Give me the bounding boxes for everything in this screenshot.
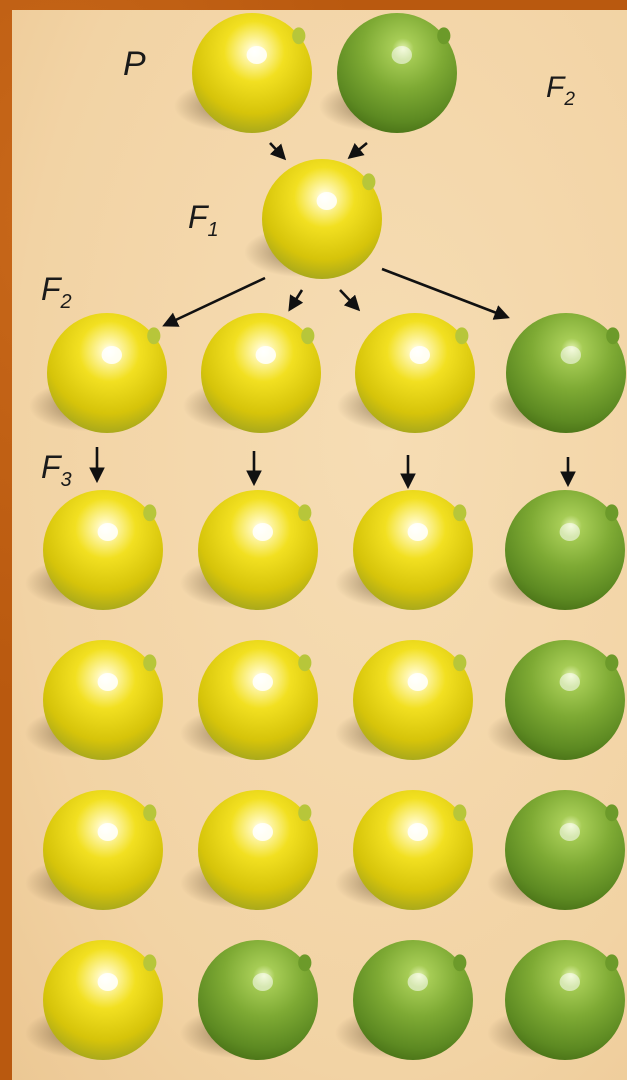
pea-hilum [298,654,311,671]
pea-f2-4-green [488,313,626,433]
pea-highlight [102,346,122,364]
pea-p-1-yellow [174,13,312,133]
pea-hilum [298,504,311,521]
pea-hilum [143,954,156,971]
label-p: P [123,45,146,83]
peas [25,13,626,1060]
pea-highlight [392,46,412,64]
arrow-f1-to-f2-3 [340,290,358,309]
pea-highlight [408,973,428,991]
pea-hilum [143,504,156,521]
pea-highlight [408,823,428,841]
pea-highlight [98,523,118,541]
pea-p-2-green [319,13,457,133]
pea-hilum [606,327,619,344]
label-f2-corner-letter: F [546,71,566,104]
pea-f3-row1-4-green [487,490,625,610]
arrow-p-yellow-to-f1 [270,143,284,158]
pea-highlight [253,973,273,991]
label-f2: F2 [41,271,72,313]
arrow-f1-to-f2-4 [382,269,507,317]
pea-hilum [143,804,156,821]
label-f1-sub: 1 [208,219,219,241]
pea-f3-row3-4-green [487,790,625,910]
pea-highlight [560,973,580,991]
pea-f3-row1-1-yellow [25,490,163,610]
arrow-p-green-to-f1 [350,143,367,157]
pea-hilum [455,327,468,344]
pea-hilum [605,654,618,671]
pea-f3-row4-2-green [180,940,318,1060]
pea-highlight [560,523,580,541]
pea-hilum [453,504,466,521]
pea-highlight [256,346,276,364]
pea-hilum [301,327,314,344]
pea-hilum [453,804,466,821]
pea-highlight [410,346,430,364]
pea-hilum [143,654,156,671]
pea-f3-row3-1-yellow [25,790,163,910]
pea-hilum [453,654,466,671]
pea-hilum [298,804,311,821]
pea-f3-row4-1-yellow [25,940,163,1060]
pea-hilum [453,954,466,971]
pea-hilum [292,27,305,44]
pea-f2-3-yellow [337,313,475,433]
label-f3-sub: 3 [61,469,72,491]
label-f2-sub: 2 [60,291,72,313]
label-f1: F1 [188,199,219,241]
pea-highlight [408,523,428,541]
pea-hilum [605,804,618,821]
pea-highlight [253,673,273,691]
pea-f3-row4-4-green [487,940,625,1060]
pea-highlight [253,523,273,541]
pea-f3-row1-3-yellow [335,490,473,610]
pea-highlight [247,46,267,64]
pea-f3-row4-3-green [335,940,473,1060]
pea-f3-row2-2-yellow [180,640,318,760]
pea-hilum [437,27,450,44]
pea-f2-2-yellow [183,313,321,433]
pea-f3-row3-2-yellow [180,790,318,910]
pea-f2-1-yellow [29,313,167,433]
pea-hilum [605,504,618,521]
pea-highlight [253,823,273,841]
label-f2-corner: F2 [546,71,575,110]
pea-highlight [561,346,581,364]
pea-f3-row2-1-yellow [25,640,163,760]
pea-highlight [408,673,428,691]
pea-f3-row2-4-green [487,640,625,760]
pea-highlight [98,823,118,841]
arrow-f1-to-f2-2 [290,290,302,309]
pea-f3-row2-3-yellow [335,640,473,760]
pea-highlight [560,673,580,691]
pea-hilum [147,327,160,344]
label-f3: F3 [41,449,72,491]
pea-f3-row3-3-yellow [335,790,473,910]
pea-hilum [362,173,375,190]
pea-highlight [98,973,118,991]
pea-hilum [298,954,311,971]
pea-hilum [605,954,618,971]
pea-highlight [317,192,337,210]
pea-highlight [98,673,118,691]
label-f2-corner-sub: 2 [563,89,575,110]
pea-f3-row1-2-yellow [180,490,318,610]
pea-f1-1-yellow [244,159,382,279]
pea-highlight [560,823,580,841]
